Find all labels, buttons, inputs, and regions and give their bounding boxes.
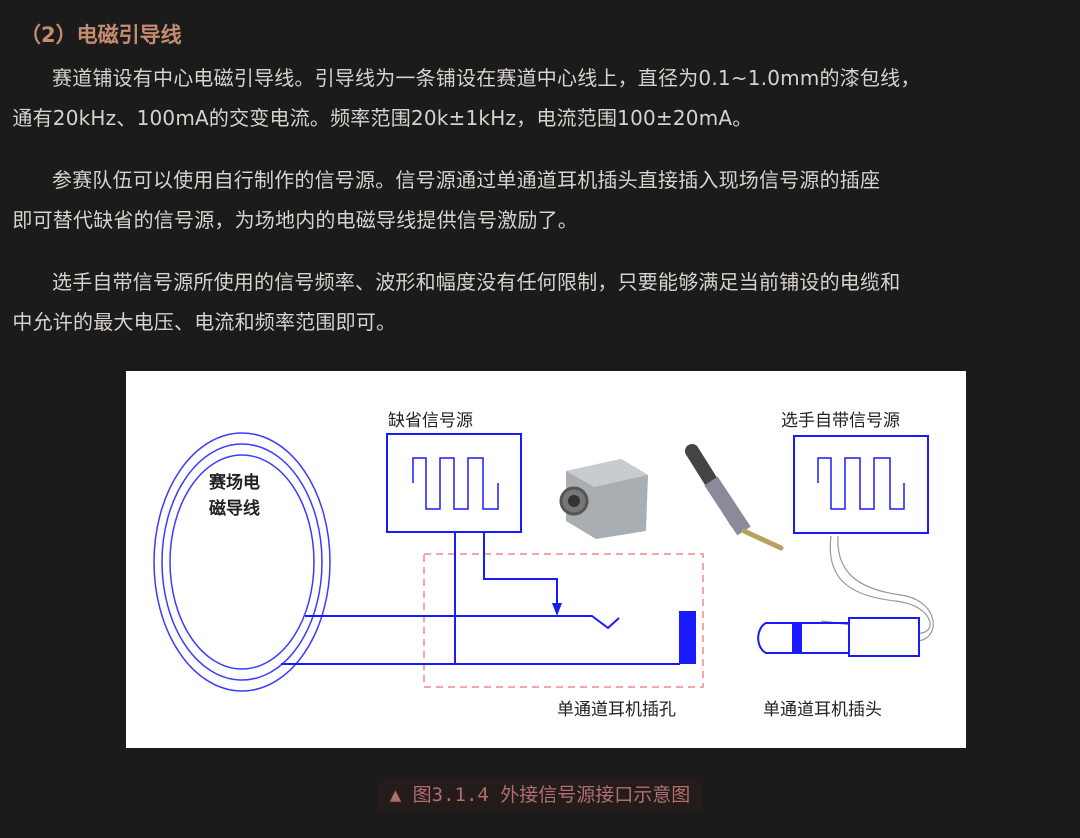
line: 参赛队伍可以使用自行制作的信号源。信号源通过单通道耳机插头直接插入现场信号源的插…	[52, 168, 881, 192]
default-source-label: 缺省信号源	[388, 411, 473, 431]
article: （2）电磁引导线 赛道铺设有中心电磁引导线。引导线为一条铺设在赛道中心线上，直径…	[0, 0, 1080, 342]
plug-ring	[792, 623, 802, 653]
jack-photo	[559, 459, 648, 539]
line: 其中通有20kHz、100mA的交变电流。频率范围20k±1kHz，电流范围10…	[12, 106, 753, 130]
square-wave-icon	[817, 457, 905, 510]
arrow-icon	[552, 603, 562, 616]
triangle-icon: ▲	[389, 784, 402, 806]
plug-label: 单通道耳机插头	[763, 700, 882, 720]
line: 中，即可替代缺省的信号源，为场地内的电磁导线提供信号激励了。	[12, 208, 578, 232]
caption-box: ▲ 图3.1.4 外接信号源接口示意图	[377, 778, 703, 812]
line: 赛道铺设有中心电磁引导线。引导线为一条铺设在赛道中心线上，直径为0.1~1.0m…	[52, 66, 921, 90]
jack-dashed-boundary	[423, 553, 704, 688]
circuit-wires	[281, 532, 680, 665]
paragraph-3: 选手自带信号源所使用的信号频率、波形和幅度没有任何限制，只要能够满足当前铺设的电…	[12, 262, 1068, 342]
wire-label: 磁导线	[209, 498, 260, 519]
figure-caption: ▲ 图3.1.4 外接信号源接口示意图	[0, 778, 1080, 812]
paragraph-1: 赛道铺设有中心电磁引导线。引导线为一条铺设在赛道中心线上，直径为0.1~1.0m…	[12, 58, 1068, 138]
electromagnetic-wire-loops	[153, 432, 331, 692]
section-heading: （2）电磁引导线	[20, 23, 182, 47]
player-source-label: 选手自带信号源	[781, 411, 900, 431]
wire-loop-inner	[169, 454, 315, 670]
line: 选手自带信号源所使用的信号频率、波形和幅度没有任何限制，只要能够满足当前铺设的电…	[52, 270, 901, 294]
wire-loop-middle	[161, 443, 323, 681]
plug-diagram	[757, 617, 920, 657]
caption-text: 图3.1.4 外接信号源接口示意图	[412, 784, 691, 806]
wire-loop-outer	[153, 432, 331, 692]
square-wave-icon	[412, 457, 499, 510]
wire-label: 赛场电	[208, 472, 260, 493]
jack-contact-bar	[679, 611, 696, 664]
player-source-box	[793, 435, 929, 534]
paragraph-2: 参赛队伍可以使用自行制作的信号源。信号源通过单通道耳机插头直接插入现场信号源的插…	[12, 160, 1068, 240]
line: 插座中允许的最大电压、电流和频率范围即可。	[12, 310, 397, 334]
figure-diagram: 赛场电 磁导线 缺省信号源 单通道耳机插孔 选手自带信号源	[126, 371, 966, 748]
jack-label: 单通道耳机插孔	[557, 700, 676, 720]
plug-photo	[685, 444, 784, 551]
